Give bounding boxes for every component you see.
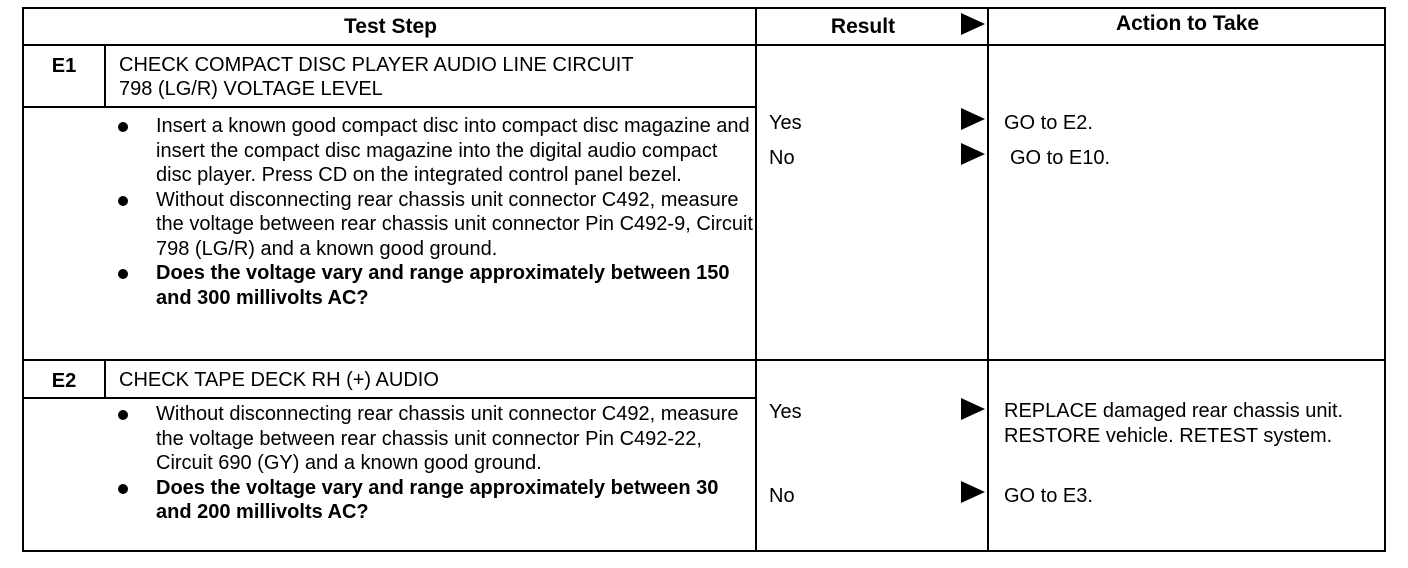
divider (24, 106, 757, 108)
step-title: CHECK TAPE DECK RH (+) AUDIO (119, 368, 739, 392)
diagnostic-table: Test Step Result Action to Take E1 CHECK… (22, 7, 1386, 552)
result-label: Yes (769, 112, 802, 134)
step-title: CHECK COMPACT DISC PLAYER AUDIO LINE CIR… (119, 53, 739, 101)
result-label: No (769, 485, 795, 507)
divider (24, 397, 757, 399)
result-label: No (769, 147, 795, 169)
bullet-icon (118, 483, 128, 494)
bullet-icon (118, 195, 128, 206)
divider (24, 44, 1386, 46)
bullet-icon (118, 410, 128, 420)
bullet-icon (118, 122, 128, 132)
step-instructions: Without disconnecting rear chassis unit … (114, 402, 754, 525)
step-title-line: CHECK COMPACT DISC PLAYER AUDIO LINE CIR… (119, 54, 634, 76)
list-item: Does the voltage vary and range approxim… (114, 476, 754, 525)
result-label: Yes (769, 401, 802, 423)
header-result: Result (830, 15, 896, 38)
action-text: REPLACE damaged rear chassis unit. RESTO… (1004, 400, 1344, 447)
header-arrow-icon (961, 13, 985, 35)
divider (755, 9, 757, 550)
step-title-line: CHECK TAPE DECK RH (+) AUDIO (119, 369, 439, 391)
step-id: E1 (51, 55, 77, 77)
list-item: Without disconnecting rear chassis unit … (114, 402, 754, 476)
arrow-icon (961, 108, 985, 130)
divider (104, 44, 106, 106)
header-test-step: Test Step (344, 15, 437, 38)
list-item: Does the voltage vary and range approxim… (114, 261, 754, 310)
arrow-icon (961, 143, 985, 165)
list-item: Insert a known good compact disc into co… (114, 114, 754, 188)
arrow-icon (961, 481, 985, 503)
divider (987, 9, 989, 550)
divider (104, 361, 106, 398)
arrow-icon (961, 398, 985, 420)
action-text: GO to E3. (1004, 485, 1093, 507)
divider (24, 359, 1386, 361)
bullet-icon (118, 269, 128, 279)
action-text: GO to E2. (1004, 112, 1093, 134)
list-item: Without disconnecting rear chassis unit … (114, 188, 754, 262)
action-text: GO to E10. (1010, 147, 1111, 169)
step-instructions: Insert a known good compact disc into co… (114, 114, 754, 310)
step-title-line: 798 (LG/R) VOLTAGE LEVEL (119, 78, 383, 100)
header-action: Action to Take (1115, 12, 1260, 35)
step-id: E2 (51, 370, 77, 392)
